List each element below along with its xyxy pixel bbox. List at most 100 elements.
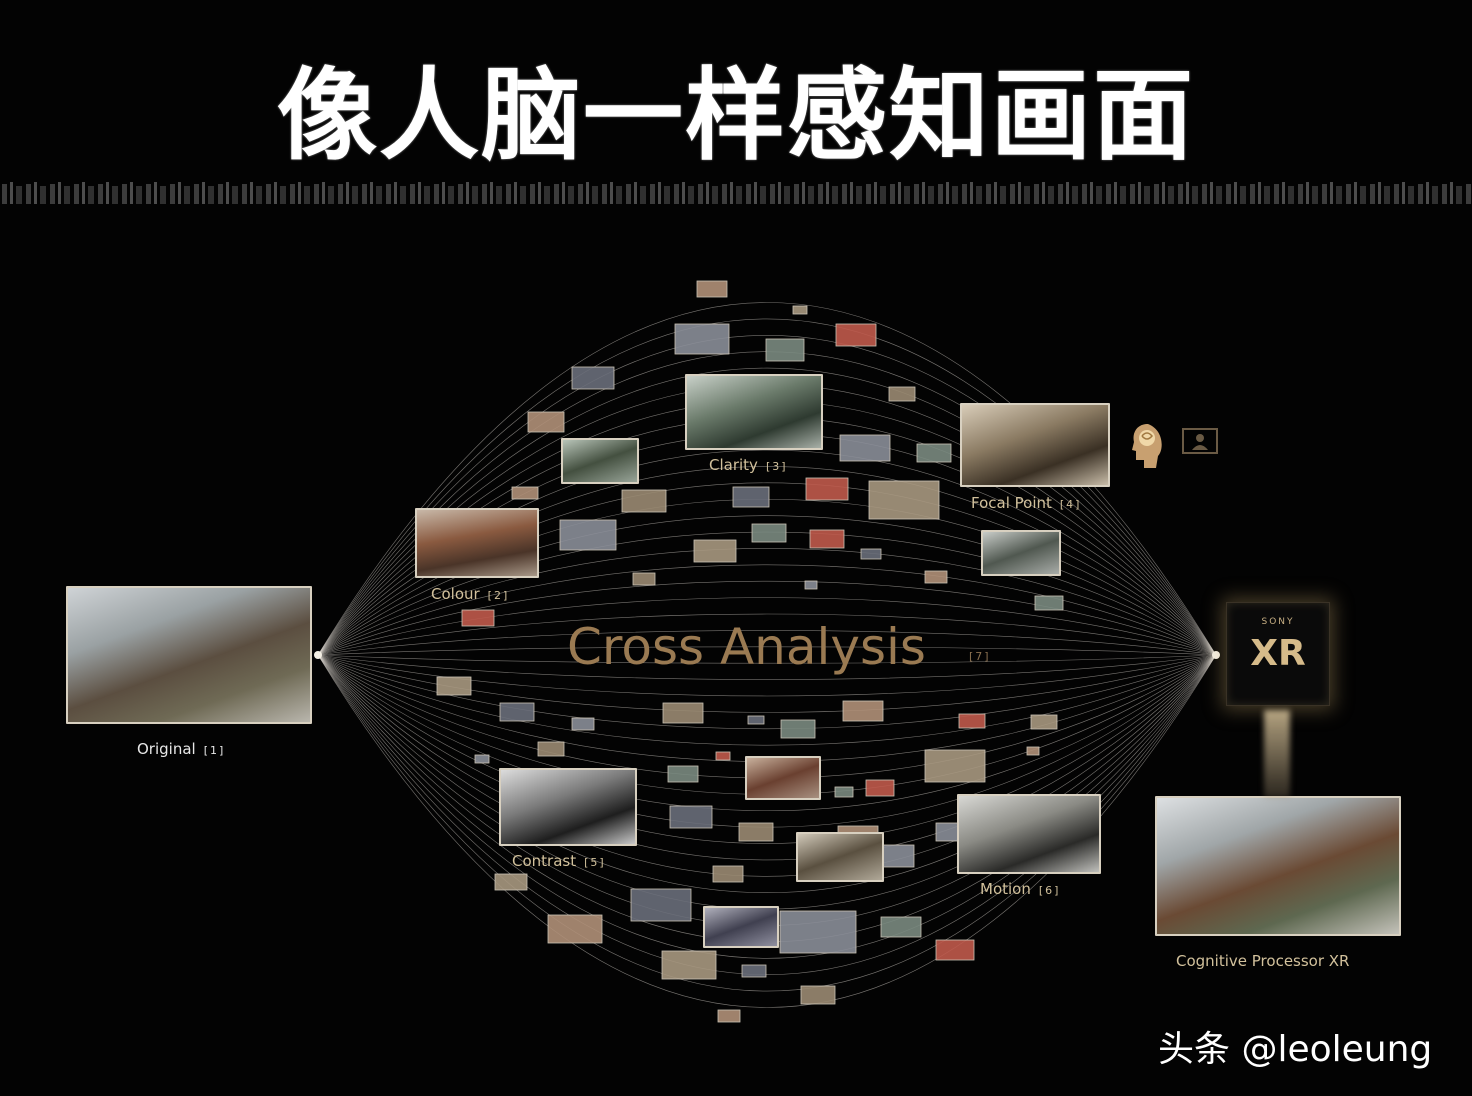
feature-tile: [839, 434, 891, 462]
feature-tile: [860, 548, 882, 560]
feature-tile: [800, 985, 836, 1005]
feature-tile: [630, 888, 692, 922]
connection-line: [317, 654, 1217, 746]
feature-tile: [809, 529, 845, 549]
connection-line: [317, 654, 1217, 844]
label-colour-tag: [2]: [487, 589, 510, 602]
feature-tile: [865, 779, 895, 797]
page-title: 像人脑一样感知画面: [277, 57, 1195, 174]
feature-tile: [715, 751, 731, 761]
thumbnail-image: [561, 438, 639, 484]
connection-line: [317, 597, 1217, 656]
watermark: 头条 @leoleung: [1158, 1029, 1433, 1070]
feature-tile: [499, 702, 535, 722]
feature-tile: [792, 305, 808, 315]
feature-tile: [868, 480, 940, 520]
connection-line: [317, 654, 1217, 861]
hub-point: [1212, 651, 1220, 659]
contrast-image: [499, 768, 637, 846]
feature-tile: [842, 700, 884, 722]
xr-logo: XR: [1250, 633, 1306, 674]
feature-tile: [751, 523, 787, 543]
cross-analysis-tag: [7]: [969, 650, 991, 663]
feature-tile: [474, 754, 490, 764]
feature-tile: [717, 1009, 741, 1023]
hub-point: [314, 651, 322, 659]
connection-line: [317, 654, 1217, 730]
feature-tile: [632, 572, 656, 586]
feature-tile: [935, 822, 959, 842]
connection-line: [317, 654, 1217, 664]
feature-tile: [537, 741, 565, 757]
feature-tile: [935, 939, 975, 961]
connection-line: [317, 654, 1217, 713]
label-focal-text: Focal Point: [971, 494, 1052, 512]
processor-beam: [1264, 710, 1290, 798]
original-image: [66, 586, 312, 724]
thumbnail-image: [703, 906, 779, 948]
feature-tile: [805, 477, 849, 501]
label-motion: Motion [6]: [980, 880, 1060, 898]
xr-brand: SONY: [1261, 617, 1295, 627]
feature-tile: [780, 719, 816, 739]
feature-tile: [436, 676, 472, 696]
motion-image: [957, 794, 1101, 874]
connection-line: [317, 654, 1217, 697]
thumbnail-image: [796, 832, 884, 882]
feature-tile: [738, 822, 774, 842]
label-contrast-text: Contrast: [512, 852, 577, 870]
label-original: Original [1]: [137, 740, 225, 758]
feature-tile: [779, 910, 857, 954]
feature-tile: [667, 765, 699, 783]
feature-tile: [834, 786, 854, 798]
connection-line: [317, 515, 1217, 656]
label-original-tag: [1]: [203, 744, 226, 757]
feature-tile: [916, 443, 952, 463]
feature-tile: [621, 489, 667, 513]
connection-line: [317, 654, 1217, 680]
label-motion-text: Motion: [980, 880, 1031, 898]
feature-tile: [1034, 595, 1064, 611]
feature-tile: [741, 964, 767, 978]
feature-tile: [924, 749, 986, 783]
label-original-text: Original: [137, 740, 196, 758]
connection-line: [317, 335, 1217, 656]
obscured-subtitle-strip: [0, 178, 1472, 208]
feature-tile: [696, 280, 728, 298]
feature-tile: [693, 539, 737, 563]
label-clarity: Clarity [3]: [709, 456, 788, 474]
label-colour-text: Colour: [431, 585, 480, 603]
colour-image: [415, 508, 539, 578]
feature-tile: [747, 715, 765, 725]
label-motion-tag: [6]: [1038, 884, 1061, 897]
connection-line: [317, 548, 1217, 656]
feature-tile: [732, 486, 770, 508]
label-clarity-text: Clarity: [709, 456, 758, 474]
feature-tile: [511, 486, 539, 500]
connection-line: [317, 613, 1217, 656]
cross-analysis-label: Cross Analysis: [567, 618, 926, 676]
feature-tile: [835, 323, 877, 347]
feature-tile: [924, 570, 948, 584]
connection-line: [317, 580, 1217, 656]
connection-line: [317, 654, 1217, 877]
feature-tile: [1026, 746, 1040, 756]
output-image: [1155, 796, 1401, 936]
feature-tile: [674, 323, 730, 355]
feature-tile: [958, 713, 986, 729]
feature-tile: [571, 366, 615, 390]
connection-line: [317, 646, 1217, 656]
label-colour: Colour [2]: [431, 585, 509, 603]
label-contrast: Contrast[5]: [512, 852, 606, 870]
brain-head-icon: [1132, 424, 1162, 468]
connection-line: [317, 654, 1217, 893]
label-clarity-tag: [3]: [765, 460, 788, 473]
connection-line: [317, 654, 1217, 811]
label-focal-tag: [4]: [1059, 498, 1082, 511]
screen-person-icon: [1182, 428, 1218, 454]
feature-tile: [571, 717, 595, 731]
connection-line: [317, 564, 1217, 656]
feature-tile: [661, 950, 717, 980]
connection-line: [317, 630, 1217, 656]
